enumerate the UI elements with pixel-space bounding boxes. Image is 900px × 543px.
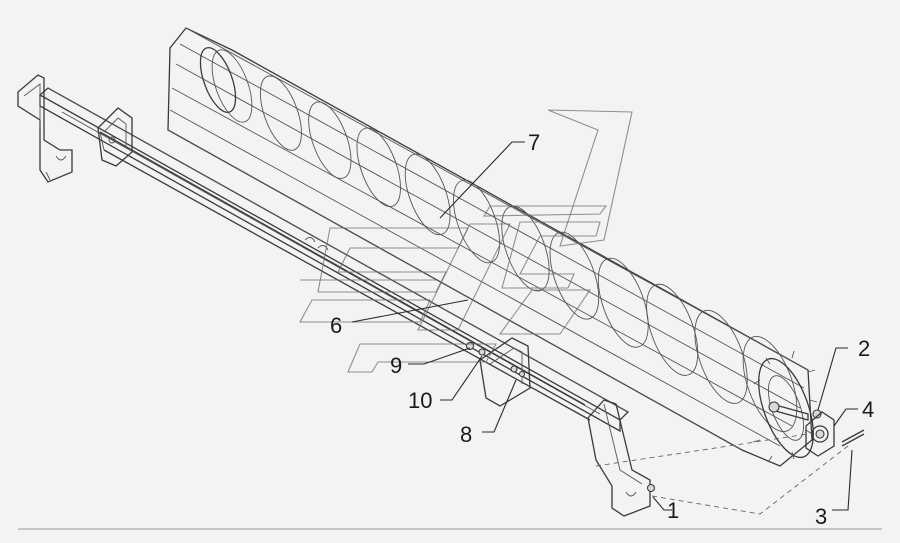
cage-ring [356, 127, 401, 207]
cage-ring [211, 49, 253, 123]
cage-ring [259, 75, 302, 151]
cage-ring [694, 309, 748, 404]
callout-labels: 1 2 3 4 6 7 8 9 10 [330, 130, 874, 529]
callout-7: 7 [528, 130, 540, 155]
center-bracket [465, 337, 531, 407]
callout-4: 4 [862, 397, 874, 422]
right-bracket [587, 399, 656, 517]
callout-2: 2 [858, 336, 870, 361]
leader-lines [351, 141, 858, 511]
watermark-logo [299, 109, 633, 373]
cage-ring [308, 101, 352, 179]
callout-10: 10 [408, 388, 432, 413]
callout-1: 1 [667, 498, 679, 523]
callout-3: 3 [815, 504, 827, 529]
left-bracket [17, 74, 73, 183]
roller-cage [167, 27, 818, 467]
cage-ring [646, 283, 699, 376]
callout-9: 9 [390, 353, 402, 378]
cage-ring [549, 231, 600, 320]
shaft-assembly [768, 401, 865, 457]
cage-ring [742, 335, 798, 433]
callout-8: 8 [460, 422, 472, 447]
cage-ring [404, 153, 451, 236]
assembly-dashed-lines [595, 433, 849, 515]
mid-left-bracket [97, 107, 133, 167]
callout-6: 6 [330, 313, 342, 338]
cage-ring [597, 257, 649, 348]
